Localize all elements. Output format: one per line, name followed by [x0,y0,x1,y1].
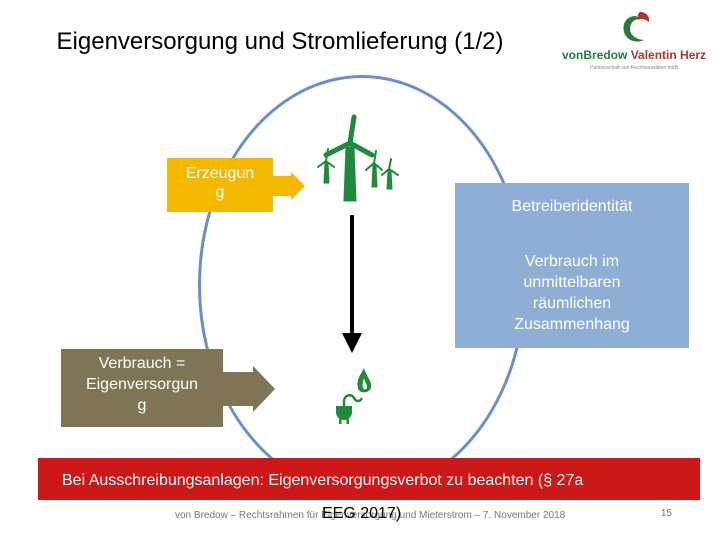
spatial-context-label: Verbrauch im unmittelbaren räumlichen Zu… [514,253,630,333]
right-arrow-icon [273,172,305,200]
logo-name: vonBredow Valentin Herz [562,48,707,62]
consumption-box: Verbrauch = Eigenversorgun g [61,349,223,427]
tender-warning-bar: Bei Ausschreibungsanlagen: Eigenversorgu… [38,458,700,500]
logo-mark-icon [623,12,650,42]
company-logo: vonBredow Valentin Herz Partnerschaft vo… [562,10,706,76]
page-number: 15 [660,508,672,519]
right-arrow-icon [223,366,275,412]
tender-warning-text: Bei Ausschreibungsanlagen: Eigenversorgu… [62,472,584,489]
generation-label: Erzeugun g [185,165,255,201]
consumption-label: Verbrauch = Eigenversorgun g [85,355,199,414]
tender-warning-overflow: EEG 2017) [322,505,402,522]
logo-subtitle: Partnerschaft von Rechtsanwälten mbB [590,65,678,71]
generation-box: Erzeugun g [167,158,273,212]
slide-footer: von Bredow – Rechtsrahmen für Eigenverso… [175,510,566,521]
operator-identity-box: Betreiberidentität Verbrauch im unmittel… [455,183,689,348]
down-arrow-icon [342,215,362,353]
operator-identity-label: Betreiberidentität [511,198,633,215]
slide-title: Eigenversorgung und Stromlieferung (1/2) [56,28,504,55]
plug-flame-icon [336,368,372,424]
wind-turbines-icon [317,114,399,202]
